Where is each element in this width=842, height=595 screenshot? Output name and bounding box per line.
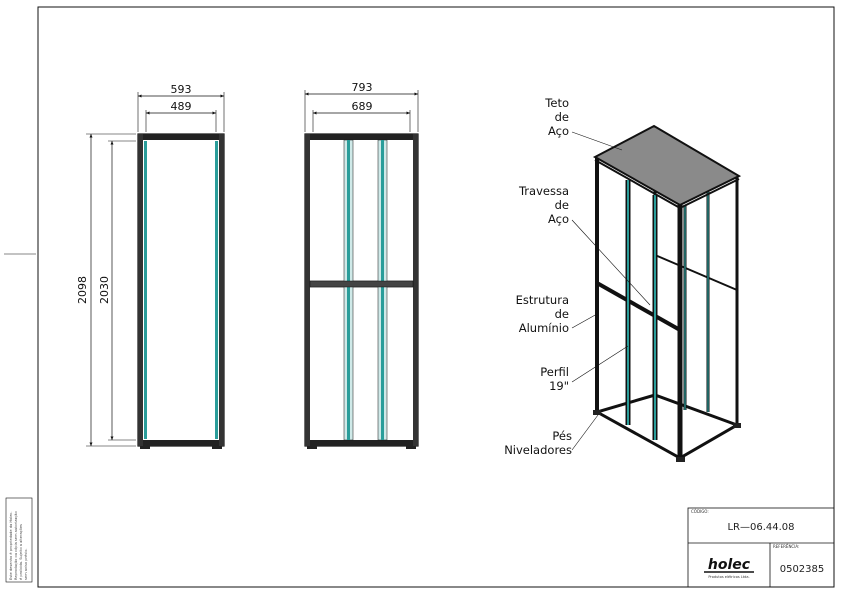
- company-logo: holec: [708, 557, 751, 573]
- iso-crossbar-front: [596, 281, 681, 332]
- title-block: CÓDIGO: LR—06.44.08 REFERÊNCIA: 0502385 …: [687, 507, 835, 588]
- label-structure-2: de: [555, 307, 569, 321]
- label-roof-2: de: [555, 110, 569, 124]
- front-profile-right: [215, 141, 218, 439]
- front-view: 593 489 2098 2030: [76, 83, 225, 449]
- dim-side-width-inner: 689: [352, 100, 373, 113]
- side-view: 793 689: [304, 81, 419, 449]
- callout-profile: Perfil 19": [540, 345, 629, 393]
- iso-roof: [592, 124, 742, 207]
- callout-structure: Estrutura de Alumínio: [516, 293, 598, 335]
- side-profile-right: [381, 140, 384, 440]
- drawing-code: LR—06.44.08: [727, 522, 794, 533]
- front-profile-left: [144, 141, 147, 439]
- callout-crossbar: Travessa de Aço: [518, 184, 651, 306]
- label-structure-1: Estrutura: [516, 293, 569, 307]
- isometric-view: [592, 124, 742, 462]
- label-profile-2: 19": [549, 379, 569, 393]
- label-structure-3: Alumínio: [519, 321, 569, 335]
- label-feet-1: Pés: [552, 429, 572, 443]
- dim-front-height-outer: 2098: [76, 276, 89, 304]
- label-roof-1: Teto: [544, 96, 569, 110]
- side-note-line-4: sem aviso prévio.: [24, 548, 28, 580]
- dim-front-width-inner: 489: [171, 100, 192, 113]
- callout-feet: Pés Niveladores: [504, 414, 599, 457]
- reference-label: REFERÊNCIA:: [773, 544, 799, 549]
- dim-front-height-inner: 2030: [98, 276, 111, 304]
- label-crossbar-2: de: [555, 198, 569, 212]
- label-crossbar-3: Aço: [548, 212, 569, 226]
- side-profile-left: [347, 140, 350, 440]
- label-crossbar-1: Travessa: [518, 184, 569, 198]
- drawing-border: [37, 6, 835, 588]
- side-note-line-2: Reprodução ou cópia sem autorização: [14, 511, 18, 580]
- callout-roof: Teto de Aço: [544, 96, 623, 151]
- side-note-line-3: é proibida. Sujeito a alterações: [19, 524, 23, 580]
- label-feet-2: Niveladores: [504, 443, 572, 457]
- label-roof-3: Aço: [548, 124, 569, 138]
- label-profile-1: Perfil: [540, 365, 569, 379]
- code-label: CÓDIGO:: [691, 509, 709, 514]
- side-note-box: Este desenho é propriedade da Holec. Rep…: [5, 497, 33, 583]
- side-note-line-1: Este desenho é propriedade da Holec.: [9, 511, 13, 580]
- company-subtitle: Produtos elétricos Ltda.: [708, 575, 749, 579]
- dim-side-width-outer: 793: [352, 81, 373, 94]
- dim-front-width-outer: 593: [171, 83, 192, 96]
- reference-number: 0502385: [780, 564, 825, 575]
